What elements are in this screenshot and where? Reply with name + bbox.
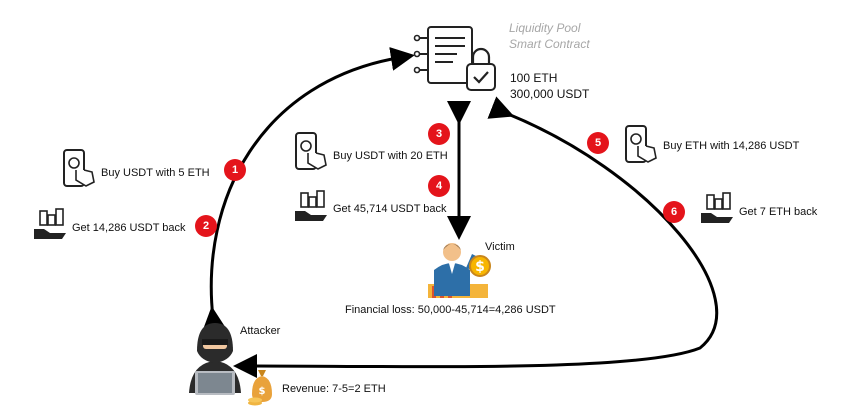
attacker-return-arrow	[233, 96, 719, 379]
step-3-badge: 3	[428, 123, 450, 145]
businessman-coins-icon: $	[426, 238, 494, 305]
hooded-hacker-laptop-icon	[185, 321, 245, 402]
svg-text:$: $	[475, 259, 485, 275]
phone-tap-icon	[60, 148, 96, 195]
money-hand-icon	[293, 189, 331, 230]
victim-financial-loss: Financial loss: 50,000-45,714=4,286 USDT	[345, 304, 556, 316]
phone-tap-icon	[292, 131, 328, 178]
attacker-revenue: Revenue: 7-5=2 ETH	[282, 383, 386, 395]
victim-label: Victim	[485, 241, 515, 253]
step-5-badge: 5	[587, 132, 609, 154]
attacker-label: Attacker	[240, 325, 281, 337]
step-4-label: Get 45,714 USDT back	[333, 203, 447, 215]
pool-balances: 100 ETH 300,000 USDT	[510, 70, 589, 102]
pool-balance-usdt: 300,000 USDT	[510, 87, 590, 101]
pool-title-line2: Smart Contract	[509, 37, 590, 51]
step-1-badge: 1	[224, 159, 246, 181]
svg-text:$: $	[259, 386, 266, 397]
step-3-label: Buy USDT with 20 ETH	[333, 150, 448, 162]
step-2-badge: 2	[195, 215, 217, 237]
pool-balance-eth: 100 ETH	[510, 71, 558, 85]
money-bag-icon: $	[246, 366, 278, 411]
phone-tap-icon	[622, 124, 658, 171]
money-hand-icon	[699, 191, 737, 232]
step-6-label: Get 7 ETH back	[739, 206, 818, 218]
step-1-label: Buy USDT with 5 ETH	[101, 167, 210, 179]
smart-contract-lock-icon	[413, 24, 499, 101]
pool-title: Liquidity Pool Smart Contract	[509, 20, 590, 52]
attacker-pool-arrow	[202, 47, 415, 332]
money-hand-icon	[32, 207, 70, 248]
step-2-label: Get 14,286 USDT back	[72, 222, 186, 234]
pool-title-line1: Liquidity Pool	[509, 21, 581, 35]
step-5-label: Buy ETH with 14,286 USDT	[663, 140, 800, 152]
step-6-badge: 6	[663, 201, 685, 223]
step-4-badge: 4	[428, 175, 450, 197]
